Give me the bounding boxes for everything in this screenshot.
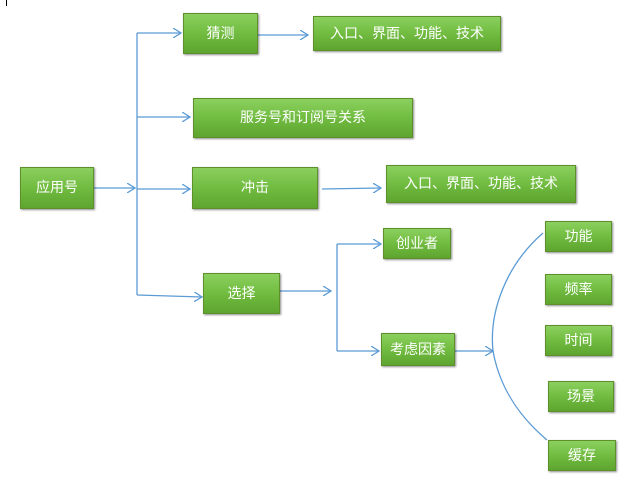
choice-branch-arrow: [136, 295, 202, 297]
factor-item-function: 功能: [545, 221, 612, 252]
factors-node: 考虑因素: [381, 333, 455, 366]
corner-tick-mark: [6, 0, 7, 6]
factors-brace-connector: [491, 232, 548, 441]
factor-item-frequency: 频率: [545, 274, 612, 305]
guess-node: 猜测: [183, 13, 258, 54]
founder-node: 创业者: [383, 228, 451, 259]
choice-node: 选择: [203, 273, 280, 314]
factor-item-cache: 缓存: [548, 440, 616, 471]
relation-node: 服务号和订阅号关系: [193, 98, 413, 138]
factor-item-scene: 场景: [548, 381, 614, 412]
impact-detail-node: 入口、界面、功能、技术: [386, 165, 576, 203]
impact-node: 冲击: [192, 167, 318, 209]
impact-detail-arrow: [321, 188, 381, 189]
root-node: 应用号: [20, 167, 94, 209]
guess-detail-node: 入口、界面、功能、技术: [313, 16, 501, 51]
factor-item-time: 时间: [545, 325, 612, 356]
